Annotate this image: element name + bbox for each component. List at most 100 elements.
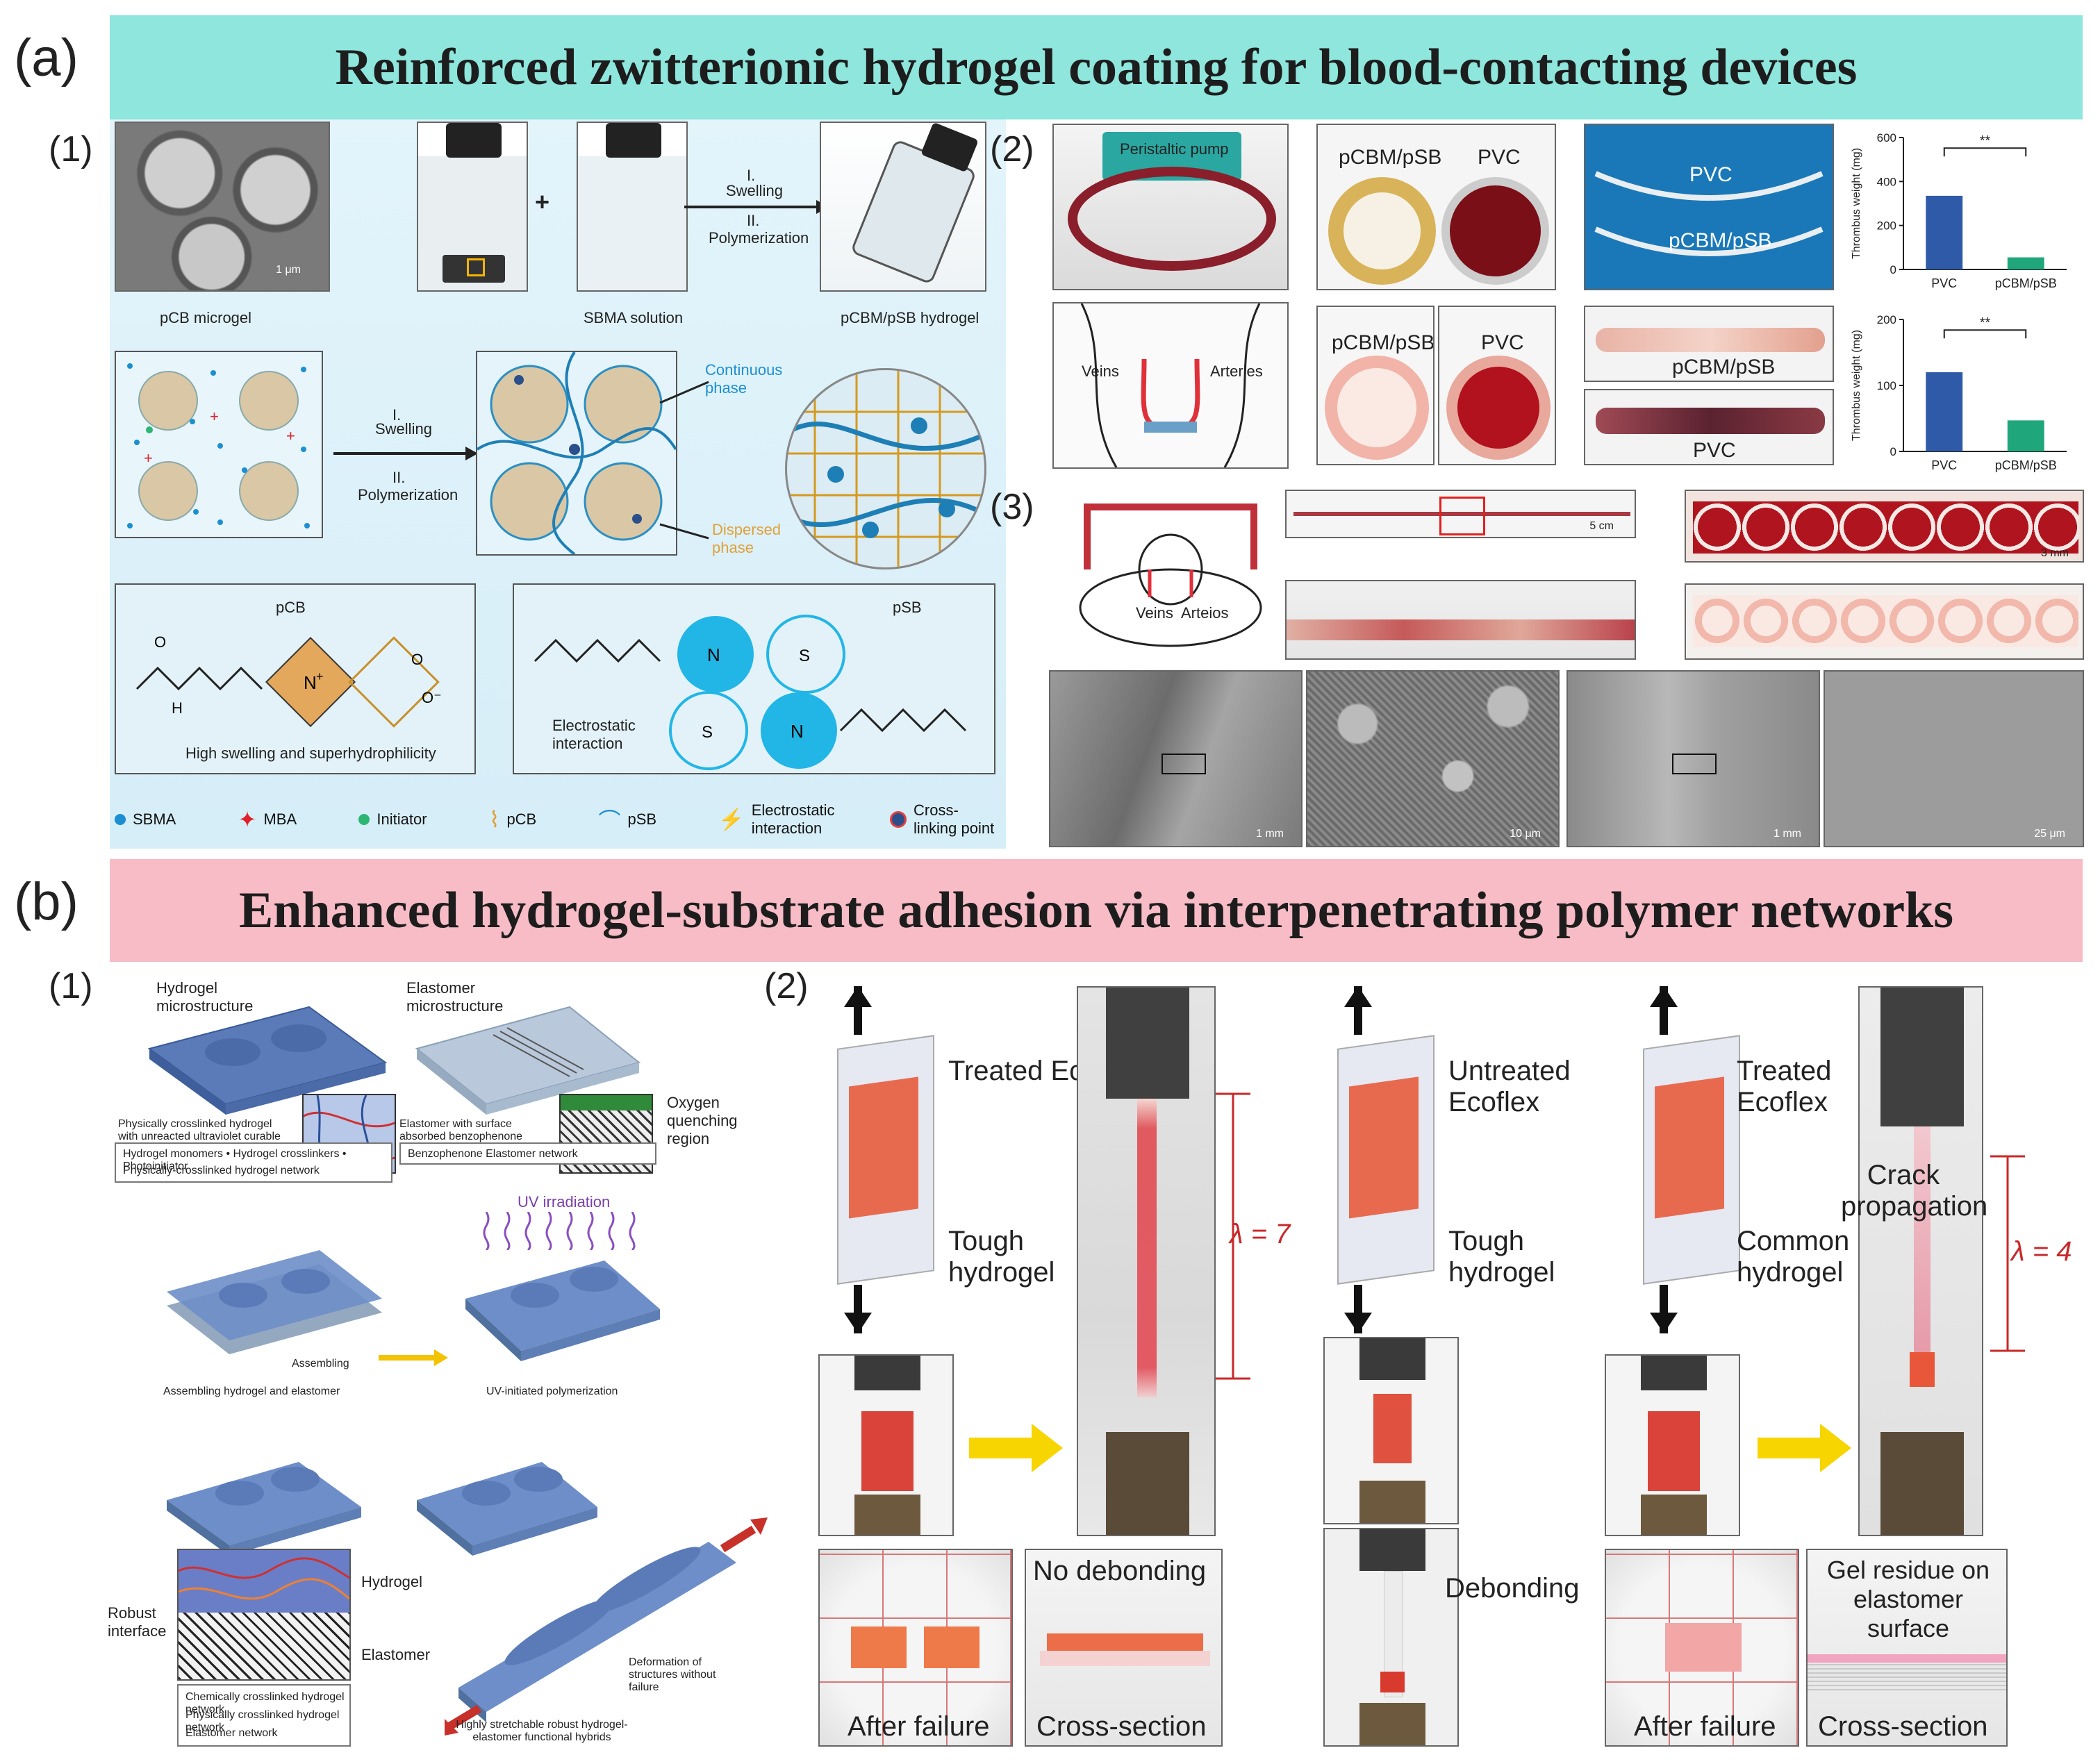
plus-symbol: + <box>535 188 550 216</box>
cross-section-label-1: Cross-section <box>1036 1711 1207 1742</box>
elastomer-legend-text: Benzophenone Elastomer network <box>408 1148 578 1160</box>
stretched-common-hydrogel-photo <box>1858 986 1983 1536</box>
tube-cross-section-photo-1: pCBM/pSB PVC <box>1316 124 1556 290</box>
svg-text:+: + <box>210 408 219 425</box>
psb-chain-icon: ⌒ <box>598 808 621 833</box>
hydrogel-microstructure-label: Hydrogel microstructure <box>156 979 254 1015</box>
assembling-caption: Assembling hydrogel and elastomer <box>163 1386 340 1397</box>
assembling-stack-diagram <box>167 1250 382 1354</box>
hybrid-slab-unstretched <box>417 1462 597 1556</box>
coated-rings-photo <box>1685 583 2084 660</box>
stretched-hybrid-diagram <box>445 1517 768 1736</box>
y-tick-label: 200 <box>1877 219 1896 233</box>
elastomer-surface-caption: Elastomer with surface absorbed benzophe… <box>399 1118 523 1142</box>
cross-section-label-2: Cross-section <box>1818 1711 1988 1742</box>
sem-coated-low-mag: 1 mm <box>1566 670 1820 847</box>
coated-tube-end-photo: pCBM/pSB <box>1316 306 1435 465</box>
deformation-caption: Deformation of structures without failur… <box>629 1656 716 1693</box>
pcb-microgel-sem-image: 1 μm <box>115 122 330 292</box>
rat-arteries-label: Arteios <box>1181 604 1229 622</box>
svg-text:H: H <box>172 699 183 717</box>
treated-ecoflex-sheet-2 <box>1643 1035 1740 1285</box>
legend-crosslink: Cross-linking point <box>890 801 997 838</box>
hydrogel-slab-diagram <box>147 1006 388 1115</box>
robust-interface-label: Robust interface <box>108 1604 167 1640</box>
gel-residue-label: Gel residue on elastomer surface <box>1826 1556 1990 1642</box>
a1-number: (1) <box>49 129 93 169</box>
rat-circuit-diagram: Veins Arteios <box>1052 486 1289 649</box>
y-tick-label: 0 <box>1890 445 1896 458</box>
interface-zoom-box <box>177 1549 351 1681</box>
hydrogel-legend-line1: Hydrogel monomers • Hydrogel crosslinker… <box>123 1148 347 1172</box>
pcb-caption: High swelling and superhydrophilicity <box>185 744 436 762</box>
debonding-photo <box>1323 1528 1459 1747</box>
elastomer-microstructure-label: Elastomer microstructure <box>406 979 504 1015</box>
hydrogel-layer-label: Hydrogel <box>361 1573 423 1590</box>
pvc-label-4: PVC <box>1693 439 1736 462</box>
hydrogel-legend-box: Hydrogel monomers • Hydrogel crosslinker… <box>115 1142 392 1183</box>
yellow-arrow-2 <box>1758 1424 1851 1472</box>
sem-coated-high-mag: 25 μm <box>1824 670 2084 847</box>
sbma-solution-label: SBMA solution <box>584 309 684 326</box>
pcb-microgel-label: pCB microgel <box>160 309 252 326</box>
initiator-dot-icon <box>358 814 370 825</box>
hydrogel-legend-line2: Physically-crosslinked hydrogel network <box>123 1165 320 1176</box>
crosslink-point-icon <box>890 811 907 828</box>
mba-cross-icon: ✦ <box>238 807 257 832</box>
tensile-arrows-1 <box>844 986 872 1333</box>
legend-chemical: Chemically crosslinked hydrogel network <box>185 1691 345 1715</box>
peristaltic-pump-photo: Peristaltic pump <box>1052 124 1289 290</box>
legend-psb: ⌒pSB <box>599 804 657 835</box>
cross-section-photo-1: No debonding Cross-section <box>1025 1549 1223 1747</box>
pcbm-label-4: pCBM/pSB <box>1672 356 1776 378</box>
psb-title: pSB <box>893 599 922 616</box>
pvc-rings-photo: 3 mm <box>1685 490 2084 563</box>
a1-step1-text-mid: Swelling <box>375 420 432 438</box>
pcb-title: pCB <box>276 599 306 616</box>
interpenetrating-network-diagram <box>476 351 677 556</box>
y-axis-label: Thrombus weight (mg) <box>1851 330 1862 441</box>
x-tick-label: pCBM/pSB <box>1995 276 2057 290</box>
after-failure-photo-2: After failure <box>1605 1549 1799 1747</box>
rat-catheter-photo: 5 cm <box>1285 490 1636 538</box>
debonding-label: Debonding <box>1445 1573 1580 1604</box>
pcbm-label-2: pCBM/pSB <box>1332 331 1435 354</box>
y-tick-label: 200 <box>1877 313 1896 326</box>
legend-physical: Physically crosslinked hydrogel network <box>185 1709 340 1733</box>
bar-0 <box>1926 195 1963 269</box>
svg-text:S: S <box>702 723 713 742</box>
hydrogel-vial-image <box>820 122 986 292</box>
oxygen-quenching-label: Oxygen quenching region <box>667 1094 738 1147</box>
a1-step2-mid: II. <box>392 469 406 486</box>
psb-chemical-structure: NN SS <box>534 615 967 770</box>
microgel-dispersion-diagram: +++ <box>115 351 323 538</box>
pump-label: Peristaltic pump <box>1120 140 1229 158</box>
y-axis-label: Thrombus weight (mg) <box>1851 148 1862 259</box>
a1-step2-text-mid: Polymerization <box>358 486 458 504</box>
pcbm-label-1: pCBM/pSB <box>1339 146 1442 169</box>
sem-scale-2: 10 μm <box>1510 828 1541 840</box>
bar-1 <box>2007 420 2044 451</box>
svg-text:+: + <box>144 449 153 467</box>
assembling-label: Assembling <box>292 1358 349 1370</box>
elastomer-slab-diagram <box>415 1006 641 1115</box>
scale-5cm: 5 cm <box>1589 520 1614 532</box>
legend-sbma: SBMA <box>115 810 176 829</box>
svg-text:O⁻: O⁻ <box>422 689 442 706</box>
sem-scale-1: 1 mm <box>1256 828 1284 840</box>
treated-label-2: Treated Ecoflex <box>1737 1056 1832 1117</box>
sbma-vial-image <box>577 122 688 292</box>
x-tick-label: pCBM/pSB <box>1995 458 2057 472</box>
sem-scale-4: 25 μm <box>2034 828 2065 840</box>
yellow-arrow-1 <box>969 1424 1063 1472</box>
tensile-arrows-2 <box>1344 986 1372 1333</box>
rabbit-circuit-diagram: Veins Arteries <box>1052 302 1289 469</box>
lambda7-label: λ = 7 <box>1230 1219 1291 1249</box>
panel-b-banner: Enhanced hydrogel-substrate adhesion via… <box>110 859 2083 962</box>
a1-step1-mid: I. <box>392 406 402 424</box>
after-failure-label-2: After failure <box>1634 1711 1776 1742</box>
sem-scale-3: 1 mm <box>1774 828 1801 840</box>
legend-electrostatic: ⚡Electrostatic interaction <box>718 801 835 837</box>
